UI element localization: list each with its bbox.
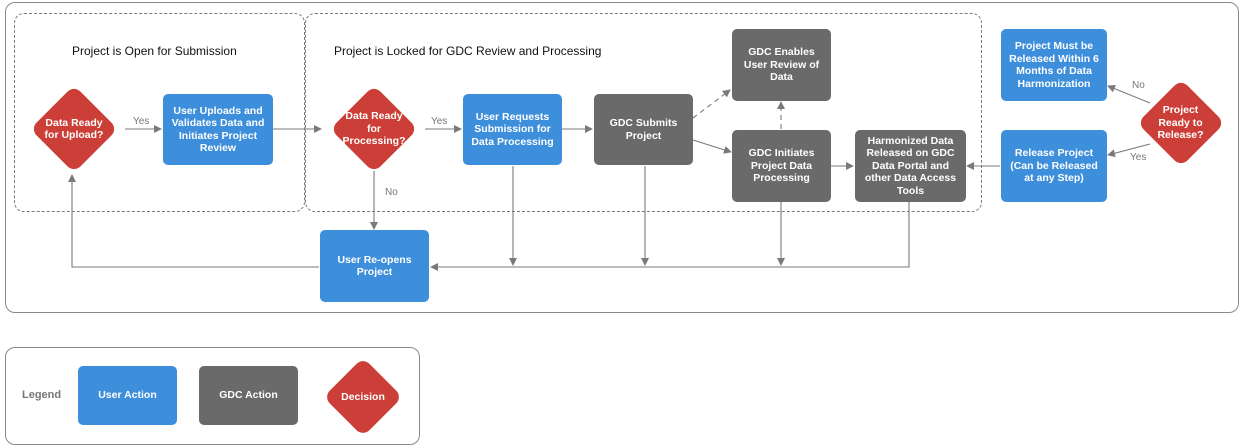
must-release-box: Project Must be Released Within 6 Months… [1001, 29, 1107, 101]
legend-user-action: User Action [78, 366, 177, 425]
decision-data-ready-upload-text: Data Ready for Upload? [44, 116, 104, 142]
gdc-submits-box: GDC Submits Project [594, 94, 693, 165]
return-line-to-reopen [430, 202, 910, 271]
user-uploads-box: User Uploads and Validates Data and Init… [163, 94, 273, 165]
decision-data-ready-upload: Data Ready for Upload? [22, 84, 126, 174]
open-for-submission-zone [14, 13, 305, 212]
legend-decision: Decision [320, 357, 406, 437]
locked-zone-title: Project is Locked for GDC Review and Pro… [334, 44, 602, 58]
arrow-submits-to-initiates [692, 139, 732, 154]
user-requests-box: User Requests Submission for Data Proces… [463, 94, 562, 165]
label-yes-upload: Yes [133, 116, 150, 127]
legend-title: Legend [22, 389, 62, 401]
main-flow-frame [5, 2, 1239, 313]
label-yes-release: Yes [1130, 152, 1147, 163]
gdc-initiates-box: GDC Initiates Project Data Processing [732, 130, 831, 202]
decision-data-ready-processing-text: Data Ready for Processing? [342, 110, 406, 148]
decision-ready-to-release-text: Project Ready to Release? [1157, 104, 1204, 142]
legend-gdc-action: GDC Action [199, 366, 298, 425]
locked-for-review-zone [305, 13, 982, 212]
legend-frame [5, 347, 420, 445]
user-reopens-box: User Re-opens Project [320, 230, 429, 302]
open-zone-title: Project is Open for Submission [72, 44, 237, 58]
arrow-reopen-to-upload [68, 174, 319, 268]
legend-decision-text: Decision [341, 390, 385, 403]
arrow-submits-to-review [692, 89, 731, 119]
release-project-box: Release Project (Can be Released at any … [1001, 130, 1107, 202]
label-no-release: No [1132, 80, 1145, 91]
arrow-release-decision-yes [1107, 143, 1151, 158]
gdc-enables-review-box: GDC Enables User Review of Data [732, 29, 831, 101]
label-no-processing: No [385, 187, 398, 198]
harmonized-released-box: Harmonized Data Released on GDC Data Por… [855, 130, 966, 202]
decision-data-ready-processing: Data Ready for Processing? [322, 84, 426, 174]
arrow-release-decision-no [1107, 84, 1151, 104]
label-yes-processing: Yes [431, 116, 448, 127]
decision-ready-to-release: Project Ready to Release? [1132, 77, 1229, 169]
